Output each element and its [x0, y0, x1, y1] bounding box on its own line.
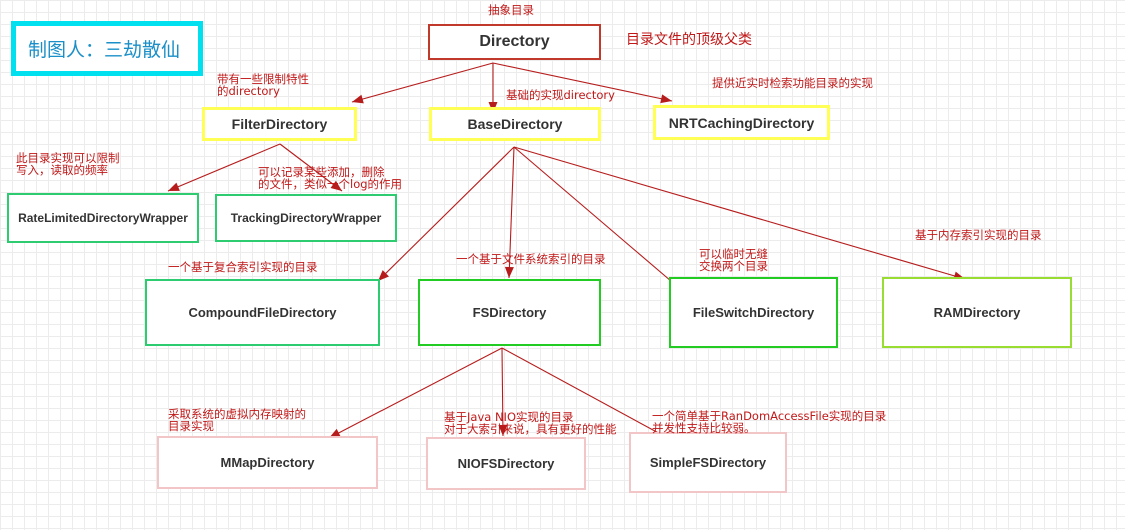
note-fs: 一个基于文件系统索引的目录 — [456, 253, 606, 265]
node-mmap-directory: MMapDirectory — [157, 436, 378, 489]
note-line: 此目录实现可以限制 — [16, 151, 120, 165]
note-nrt: 提供近实时检索功能目录的实现 — [712, 77, 873, 89]
note-line: 的directory — [217, 84, 280, 98]
arrow-filter-to-ratelimited — [167, 143, 281, 192]
note-top-parent: 目录文件的顶级父类 — [626, 32, 752, 48]
note-tracking: 可以记录某些添加，删除的文件，类似一个log的作用 — [258, 166, 402, 190]
note-line: 一个基于复合索引实现的目录 — [168, 260, 318, 274]
node-ram-directory: RAMDirectory — [882, 277, 1072, 348]
note-line: 基于Java NIO实现的目录 — [444, 410, 574, 424]
note-line: 基础的实现directory — [506, 88, 615, 102]
note-line: 带有一些限制特性 — [217, 72, 309, 86]
node-fs-directory: FSDirectory — [418, 279, 601, 346]
node-base-directory: BaseDirectory — [429, 107, 601, 141]
arrow-filter-to-tracking — [279, 143, 343, 192]
arrow-parent-to-filter — [351, 62, 494, 104]
note-line: 的文件，类似一个log的作用 — [258, 177, 403, 191]
arrow-fs-to-mmap — [328, 347, 503, 439]
arrow-parent-to-base — [488, 63, 498, 113]
note-line: 一个基于文件系统索引的目录 — [456, 252, 606, 266]
node-directory: Directory — [428, 24, 601, 60]
note-line: 交换两个目录 — [699, 259, 768, 273]
note-line: 可以临时无缝 — [699, 247, 768, 261]
note-abstract: 抽象目录 — [488, 4, 534, 16]
note-compound: 一个基于复合索引实现的目录 — [168, 261, 318, 273]
arrow-base-to-compound — [377, 146, 515, 282]
node-compound-file-directory: CompoundFileDirectory — [145, 279, 380, 346]
node-tracking-directory-wrapper: TrackingDirectoryWrapper — [215, 194, 397, 242]
note-line: 采取系统的虚拟内存映射的 — [168, 407, 306, 421]
arrow-fs-to-niofs — [498, 347, 508, 437]
arrow-parent-to-nrt — [492, 62, 673, 104]
note-ratelimited: 此目录实现可以限制写入，读取的频率 — [16, 152, 120, 176]
note-filter: 带有一些限制特性的directory — [217, 73, 309, 97]
note-line: 目录文件的顶级父类 — [626, 32, 752, 48]
note-line: 对于大索引来说，具有更好的性能 — [444, 422, 617, 436]
note-line: 抽象目录 — [488, 3, 534, 17]
node-simple-fs-directory: SimpleFSDirectory — [629, 432, 787, 493]
note-simplefs: 一个简单基于RanDomAccessFile实现的目录并发性支持比较弱。 — [652, 410, 886, 434]
note-line: 目录实现 — [168, 419, 214, 433]
node-file-switch-directory: FileSwitchDirectory — [669, 277, 838, 348]
node-nrt-caching-directory: NRTCachingDirectory — [653, 105, 830, 140]
note-line: 提供近实时检索功能目录的实现 — [712, 76, 873, 90]
note-ram: 基于内存索引实现的目录 — [915, 229, 1042, 241]
arrow-base-to-fileswitch — [513, 146, 686, 294]
note-line: 可以记录某些添加，删除 — [258, 165, 385, 179]
node-filter-directory: FilterDirectory — [202, 107, 357, 141]
note-niofs: 基于Java NIO实现的目录对于大索引来说，具有更好的性能 — [444, 411, 617, 435]
note-line: 基于内存索引实现的目录 — [915, 228, 1042, 242]
arrow-base-to-fs — [504, 146, 515, 279]
node-rate-limited-directory-wrapper: RateLimitedDirectoryWrapper — [7, 193, 199, 243]
note-base: 基础的实现directory — [506, 89, 615, 101]
author-label: 制图人：三劫散仙 — [11, 21, 203, 76]
note-mmap: 采取系统的虚拟内存映射的目录实现 — [168, 408, 306, 432]
note-fileswitch: 可以临时无缝交换两个目录 — [699, 248, 768, 272]
note-line: 写入，读取的频率 — [16, 163, 108, 177]
note-line: 一个简单基于RanDomAccessFile实现的目录 — [652, 409, 887, 423]
node-niofs-directory: NIOFSDirectory — [426, 437, 586, 490]
note-line: 并发性支持比较弱。 — [652, 421, 756, 435]
